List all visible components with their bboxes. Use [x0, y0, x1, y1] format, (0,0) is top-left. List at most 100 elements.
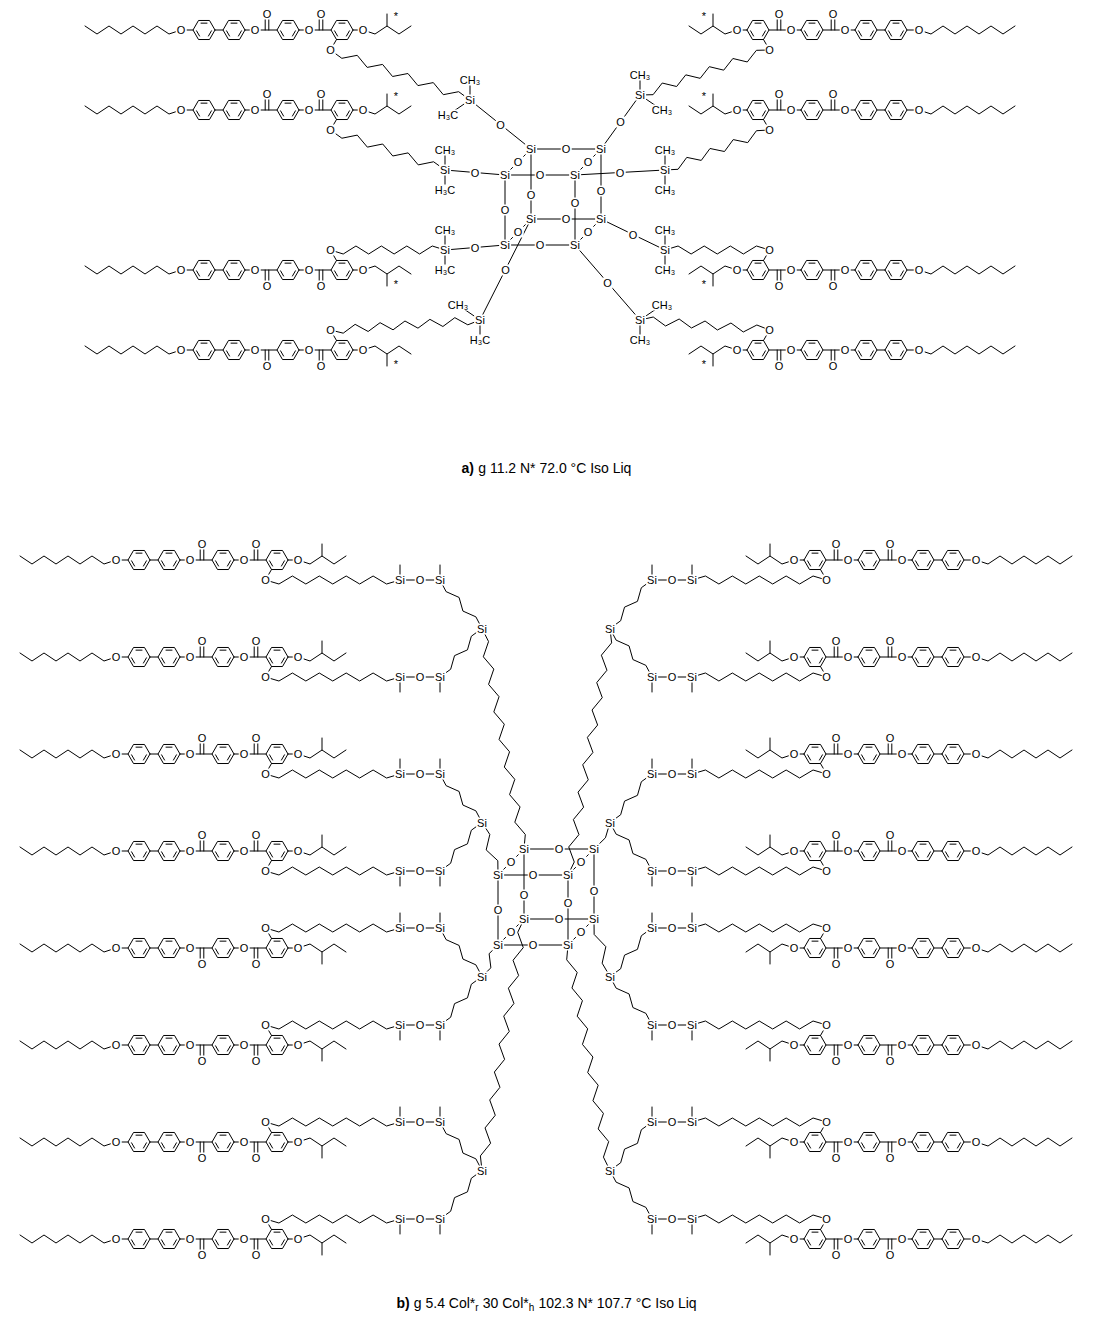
atom-label: Si: [562, 870, 574, 881]
ring-double-bond: [863, 263, 869, 264]
atom-label: Si: [492, 870, 504, 881]
ring-double-bond: [862, 1240, 865, 1245]
atom-label: O: [840, 265, 851, 276]
spacer-chain: [266, 1021, 401, 1029]
ring-double-bond: [809, 103, 815, 104]
biphenyl-bond: [934, 851, 942, 852]
benzene-ring: [277, 100, 299, 119]
atom-label: H₃C: [434, 185, 456, 196]
ring-double-bond: [335, 271, 338, 276]
benzene-ring: [128, 1035, 150, 1054]
ring-double-bond: [208, 271, 211, 276]
atom-label: O: [667, 866, 678, 877]
atom-label: *: [701, 359, 707, 370]
atom-label: O: [789, 1234, 800, 1245]
methyl-branch: [770, 738, 771, 750]
ring-double-bond: [208, 31, 211, 36]
atom-label: Si: [476, 971, 488, 982]
ring-double-bond: [950, 844, 956, 845]
atom-label: O: [262, 361, 273, 372]
ring-double-bond: [136, 941, 142, 942]
ring-double-bond: [819, 1143, 822, 1148]
atom-label: Si: [434, 575, 446, 586]
atom-label: CH₃: [651, 300, 673, 311]
atom-label: O: [111, 555, 122, 566]
atom-label: O: [885, 1056, 896, 1067]
ring-double-bond: [859, 111, 862, 116]
atom-label: O: [789, 555, 800, 566]
methyl-branch: [322, 952, 323, 964]
ring-double-bond: [873, 561, 876, 566]
benzene-ring: [942, 938, 964, 957]
atom-label: O: [260, 769, 271, 780]
atom-label: O: [667, 672, 678, 683]
ring-double-bond: [816, 31, 819, 36]
ring-double-bond: [143, 1046, 146, 1051]
ring-double-bond: [335, 351, 338, 356]
ring-double-bond: [238, 31, 241, 36]
ring-double-bond: [173, 561, 176, 566]
benzene-ring: [223, 20, 245, 39]
ring-double-bond: [346, 31, 349, 36]
ring-double-bond: [220, 553, 226, 554]
ring-double-bond: [755, 103, 761, 104]
ring-double-bond: [143, 1143, 146, 1148]
ethylene-bridge: [440, 977, 482, 1026]
ring-double-bond: [143, 852, 146, 857]
ring-double-bond: [136, 1038, 142, 1039]
spacer-chain: [266, 1118, 401, 1126]
ring-double-bond: [270, 658, 273, 663]
atom-label: O: [885, 959, 896, 970]
ring-double-bond: [873, 852, 876, 857]
atom-label: O: [764, 245, 775, 256]
atom-label: Si: [686, 575, 698, 586]
atom-label: O: [821, 1020, 832, 1031]
biphenyl-bond: [877, 30, 885, 31]
ring-double-bond: [166, 941, 172, 942]
atom-label: O: [293, 1040, 304, 1051]
atom-label: Si: [686, 1214, 698, 1225]
benzene-ring: [855, 260, 877, 279]
atom-label: Si: [634, 315, 646, 326]
benzene-ring: [212, 647, 234, 666]
atom-label: O: [667, 923, 678, 934]
atom-label: O: [176, 25, 187, 36]
atom-label: O: [885, 1153, 896, 1164]
spacer-chain: [692, 1215, 827, 1223]
ring-double-bond: [227, 852, 230, 857]
atom-label: O: [526, 189, 537, 200]
atom-label: O: [415, 1117, 426, 1128]
ring-double-bond: [274, 1232, 280, 1233]
atom-label: O: [239, 1234, 250, 1245]
ring-double-bond: [166, 1135, 172, 1136]
atom-label: O: [111, 749, 122, 760]
spacer-chain: [266, 576, 401, 584]
atom-label: O: [500, 205, 511, 216]
atom-label: O: [843, 846, 854, 857]
atom-label: O: [260, 1214, 271, 1225]
ring-double-bond: [755, 343, 761, 344]
ring-double-bond: [762, 111, 765, 116]
atom-label: O: [583, 157, 594, 168]
ring-double-bond: [957, 1240, 960, 1245]
ring-double-bond: [285, 23, 291, 24]
atom-label: O: [576, 927, 587, 938]
ring-double-bond: [816, 271, 819, 276]
atom-label: O: [843, 749, 854, 760]
ring-double-bond: [220, 1038, 226, 1039]
ring-double-bond: [816, 111, 819, 116]
ring-double-bond: [132, 1240, 135, 1245]
biphenyl-bond: [150, 1239, 158, 1240]
ring-double-bond: [216, 949, 219, 954]
atom-label: Si: [464, 95, 476, 106]
ring-double-bond: [227, 755, 230, 760]
benzene-ring: [158, 938, 180, 957]
atom-label: O: [828, 89, 839, 100]
ring-double-bond: [927, 1240, 930, 1245]
atom-label: O: [293, 749, 304, 760]
ring-double-bond: [274, 650, 280, 651]
atom-label: CH₃: [447, 300, 469, 311]
atom-label: Si: [646, 1214, 658, 1225]
ring-double-bond: [201, 263, 207, 264]
ring-double-bond: [950, 1135, 956, 1136]
